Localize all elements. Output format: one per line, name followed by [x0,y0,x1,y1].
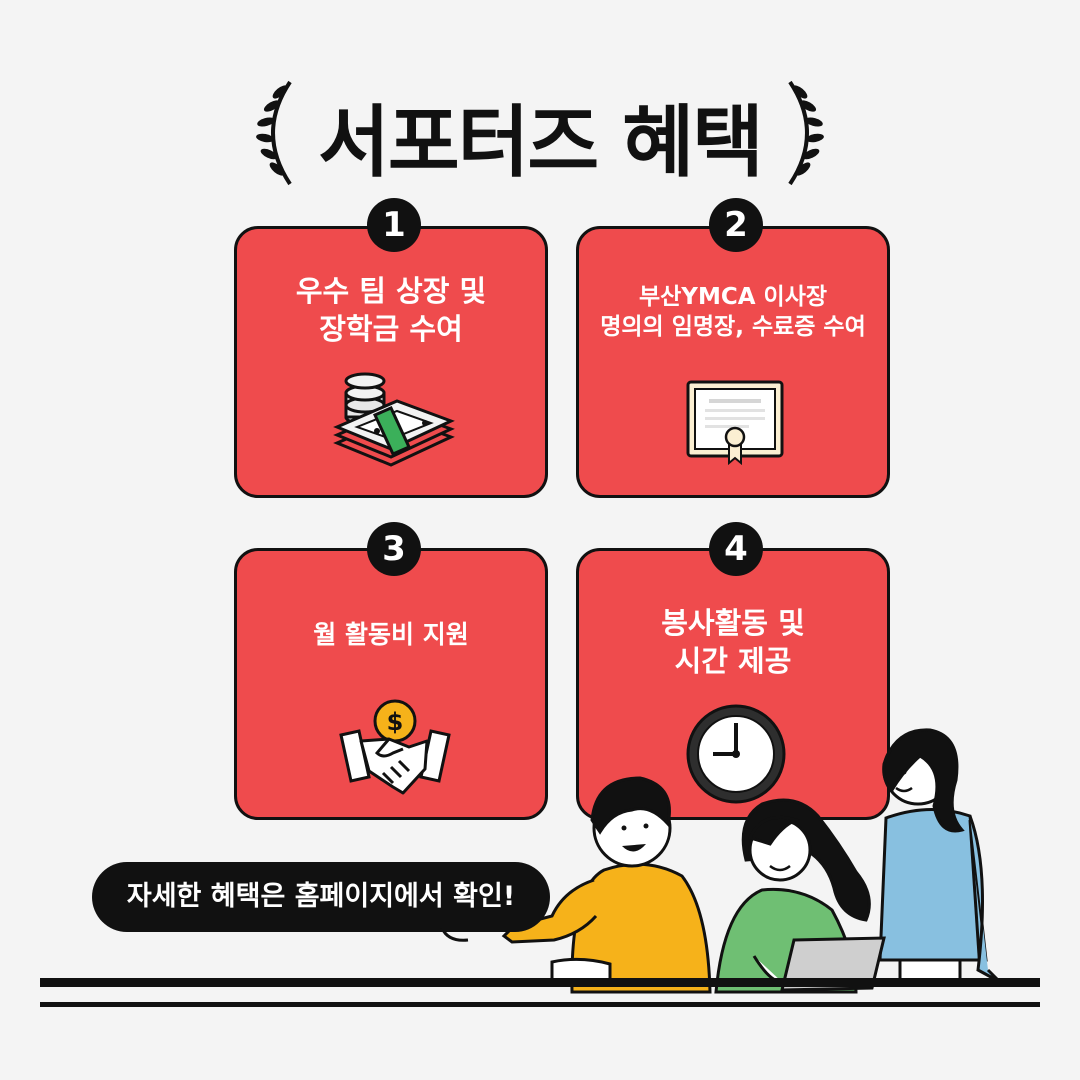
certificate-icon [686,380,784,465]
bubble-tail [440,928,469,942]
handshake-coin-icon: $ [339,699,451,795]
benefit-card-1: 우수 팀 상장 및 장학금 수여 [234,226,548,498]
benefit-4-number: 4 [709,522,763,576]
ground-line-top [40,978,1040,987]
benefit-card-3: 월 활동비 지원 $ [234,548,548,820]
homepage-callout-bubble: 자세한 혜택은 홈페이지에서 확인! [92,862,550,932]
benefit-4-line1: 봉사활동 및 [661,606,805,640]
benefit-card-4: 봉사활동 및 시간 제공 [576,548,890,820]
benefit-3-number: 3 [367,522,421,576]
clock-icon [686,704,786,804]
laurel-right-icon [788,80,824,186]
benefit-2-line2: 명의의 임명장, 수료증 수여 [600,313,866,340]
ground-line-bottom [40,1002,1040,1007]
svg-text:$: $ [387,708,404,736]
benefit-4-line2: 시간 제공 [674,643,792,678]
benefit-3-line1: 월 활동비 지원 [313,620,469,649]
benefit-1-line2: 장학금 수여 [319,311,463,346]
money-stack-icon [333,372,455,467]
benefit-2-number: 2 [709,198,763,252]
laurel-left-icon [256,80,292,186]
benefit-1-number: 1 [367,198,421,252]
benefit-card-2: 부산YMCA 이사장 명의의 임명장, 수료증 수여 [576,226,890,498]
page-title: 서포터즈 혜택 [318,98,764,188]
people-illustration [500,728,1002,994]
benefit-1-line1: 우수 팀 상장 및 [295,274,487,308]
benefit-2-line1: 부산YMCA 이사장 [638,284,828,310]
